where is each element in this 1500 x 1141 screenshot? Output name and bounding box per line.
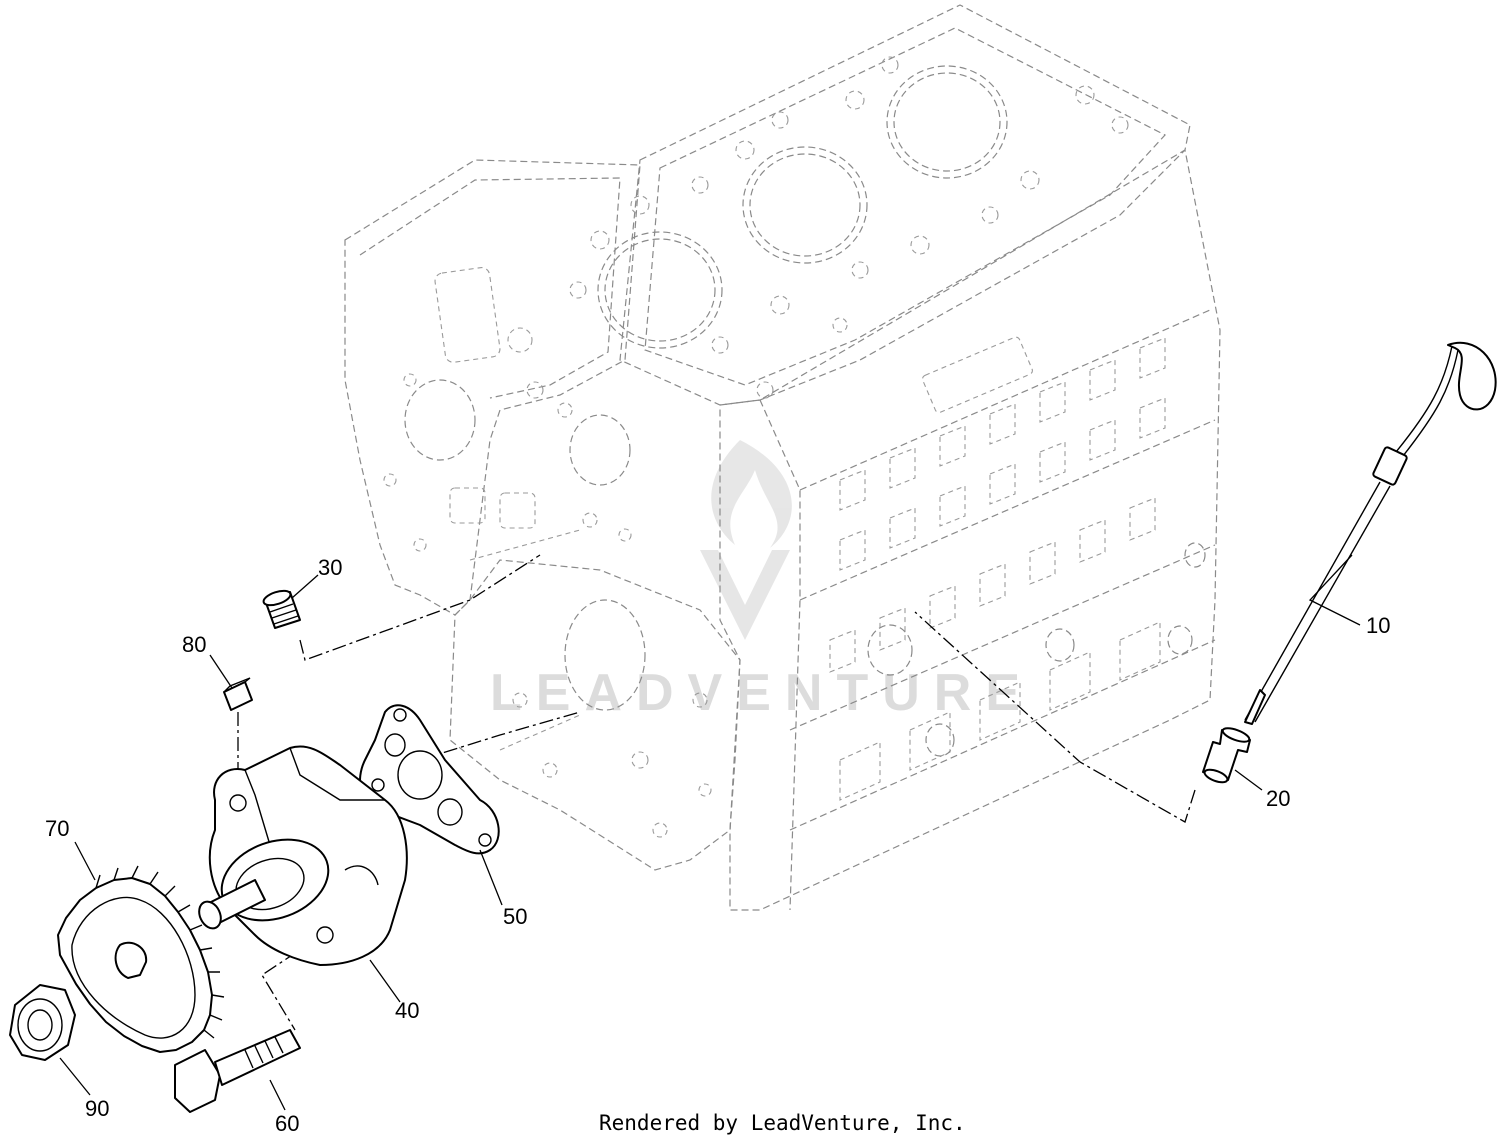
watermark-text: LEADVENTURE	[490, 664, 1034, 722]
engine-block	[344, 4, 1221, 911]
callout-90[interactable]: 90	[85, 1096, 109, 1121]
leader-20-block	[914, 611, 1196, 823]
callout-labels: 10 20 30 40 50 60 70 80 90	[45, 555, 1390, 1136]
callout-50[interactable]: 50	[503, 904, 527, 929]
callout-60[interactable]: 60	[275, 1111, 299, 1136]
gear-nut[interactable]	[9, 984, 76, 1061]
watermark-logo: LEADVENTURE	[490, 440, 1034, 722]
callout-30[interactable]: 30	[318, 555, 342, 580]
pump-drive-gear[interactable]	[57, 865, 225, 1053]
leader-30-block	[299, 554, 541, 661]
leader-60-pump	[261, 937, 319, 1031]
pump-bolt[interactable]	[174, 1029, 301, 1113]
oil-pump[interactable]	[195, 745, 408, 966]
leader-50-block	[419, 711, 581, 761]
callout-80[interactable]: 80	[182, 632, 206, 657]
dipstick[interactable]	[1244, 341, 1497, 725]
callout-20[interactable]: 20	[1266, 786, 1290, 811]
woodruff-key[interactable]	[223, 677, 253, 711]
callout-leaders	[59, 554, 1361, 1111]
render-credit: Rendered by LeadVenture, Inc.	[599, 1111, 966, 1135]
assembly-leaders	[237, 554, 1196, 1031]
dipstick-guide[interactable]	[1202, 726, 1251, 785]
plug-screw[interactable]	[262, 588, 301, 629]
callout-10[interactable]: 10	[1366, 613, 1390, 638]
callout-70[interactable]: 70	[45, 816, 69, 841]
callout-40[interactable]: 40	[395, 998, 419, 1023]
